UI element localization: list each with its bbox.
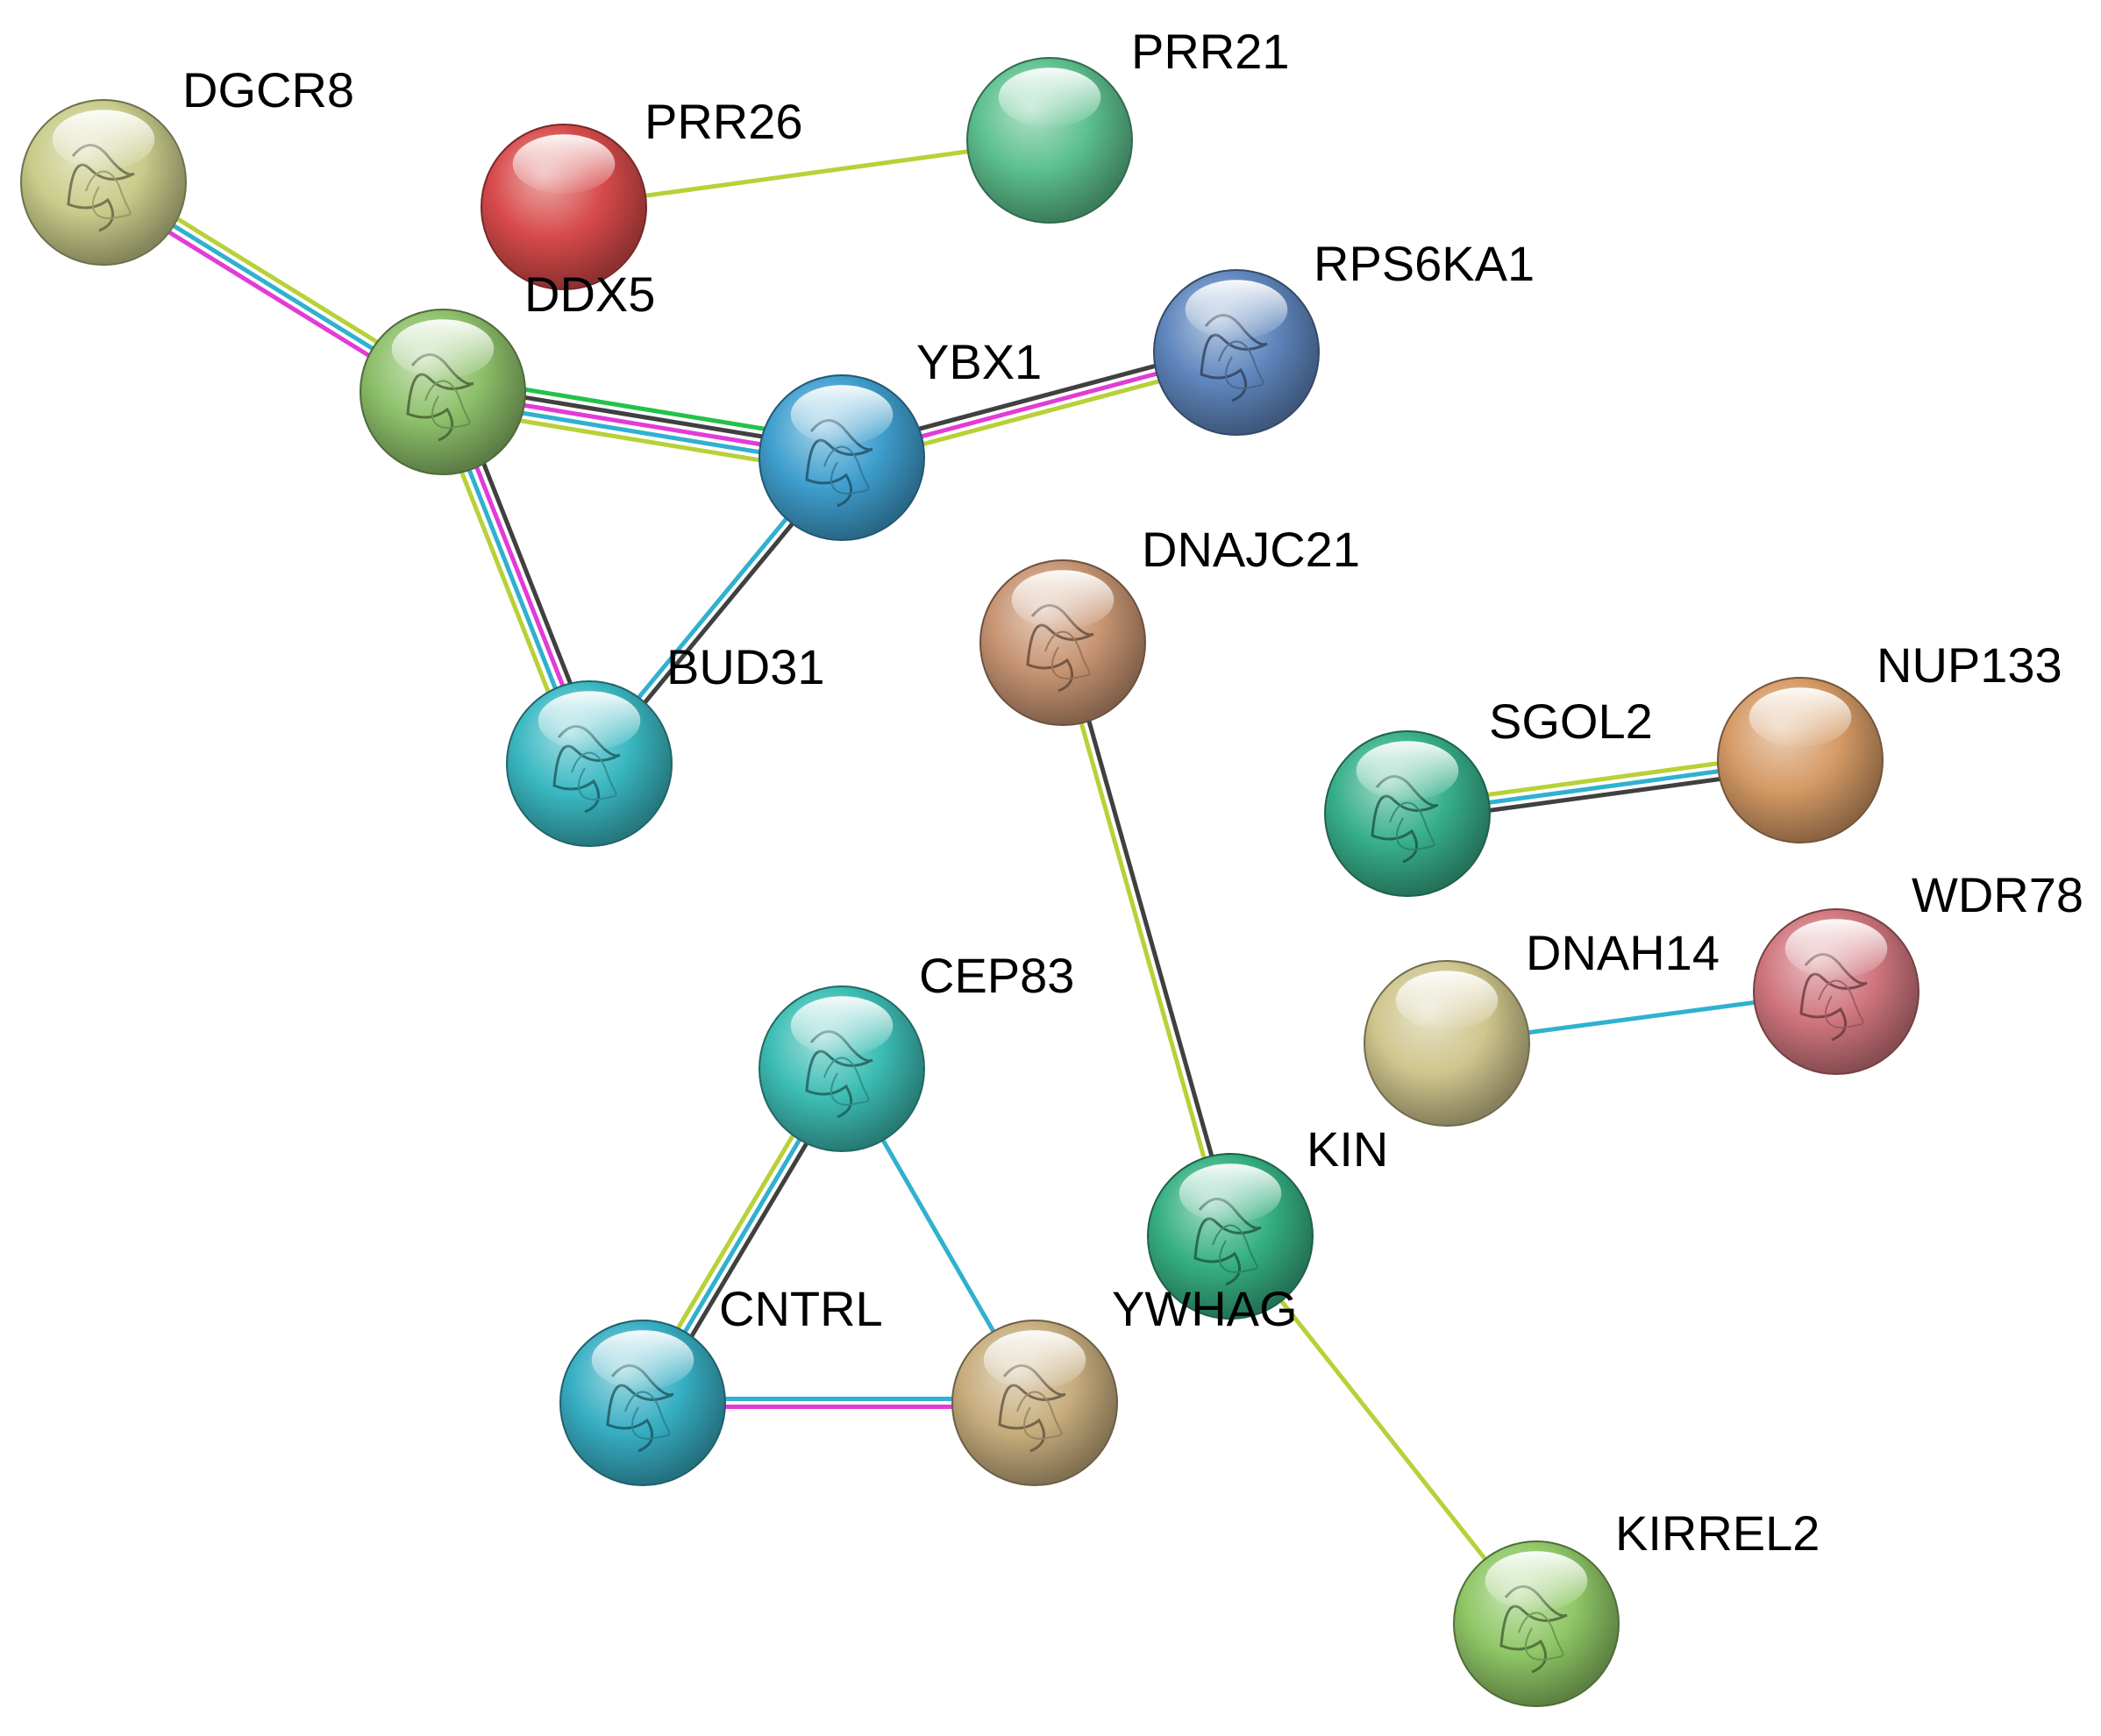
node-label-rps6ka1: RPS6KA1 [1314, 236, 1535, 291]
node-dgcr8[interactable] [20, 99, 187, 266]
node-highlight [1784, 919, 1888, 978]
node-cntrl[interactable] [559, 1320, 726, 1486]
node-ybx1[interactable] [758, 374, 925, 541]
node-label-dnah14: DNAH14 [1526, 925, 1720, 980]
node-highlight [1179, 1163, 1282, 1223]
node-nup133[interactable] [1717, 677, 1884, 843]
node-highlight [1748, 687, 1852, 747]
node-label-sgol2: SGOL2 [1489, 694, 1653, 749]
node-highlight [998, 68, 1101, 127]
node-kin[interactable] [1147, 1153, 1314, 1320]
node-highlight [512, 134, 616, 194]
node-highlight [1011, 570, 1115, 630]
node-highlight [1185, 280, 1288, 339]
node-prr21[interactable] [966, 57, 1133, 224]
node-label-wdr78: WDR78 [1912, 867, 2083, 922]
node-label-prr21: PRR21 [1131, 24, 1290, 79]
node-label-nup133: NUP133 [1877, 637, 2062, 693]
node-label-kirrel2: KIRREL2 [1615, 1505, 1820, 1561]
node-ddx5[interactable] [360, 309, 526, 475]
node-label-cntrl: CNTRL [719, 1281, 883, 1336]
node-wdr78[interactable] [1753, 908, 1919, 1075]
node-label-ddx5: DDX5 [524, 267, 655, 322]
node-highlight [1395, 971, 1499, 1030]
node-label-dnajc21: DNAJC21 [1142, 522, 1360, 577]
node-prr26[interactable] [481, 124, 647, 290]
node-sgol2[interactable] [1324, 730, 1491, 897]
node-highlight [591, 1330, 694, 1390]
node-ywhag[interactable] [951, 1320, 1118, 1486]
node-highlight [538, 691, 641, 751]
node-label-ybx1: YBX1 [916, 334, 1042, 389]
node-dnah14[interactable] [1364, 960, 1530, 1127]
node-label-bud31: BUD31 [666, 639, 825, 694]
node-highlight [983, 1330, 1086, 1390]
node-rps6ka1[interactable] [1153, 269, 1320, 436]
node-highlight [1356, 741, 1459, 800]
node-kirrel2[interactable] [1453, 1540, 1620, 1707]
node-label-prr26: PRR26 [645, 94, 803, 149]
node-label-cep83: CEP83 [919, 948, 1074, 1003]
node-label-dgcr8: DGCR8 [182, 62, 354, 117]
node-bud31[interactable] [506, 680, 673, 847]
node-highlight [52, 110, 155, 169]
node-highlight [1485, 1551, 1588, 1611]
node-cep83[interactable] [758, 985, 925, 1152]
edge-line [1064, 641, 1236, 1236]
node-highlight [391, 319, 495, 379]
node-highlight [790, 385, 894, 445]
edge-line [1057, 643, 1229, 1238]
edge-DNAJC21-KIN [1057, 641, 1236, 1238]
node-label-ywhag: YWHAG [1112, 1281, 1298, 1336]
node-label-kin: KIN [1307, 1121, 1388, 1177]
node-dnajc21[interactable] [979, 559, 1146, 726]
node-highlight [790, 996, 894, 1056]
